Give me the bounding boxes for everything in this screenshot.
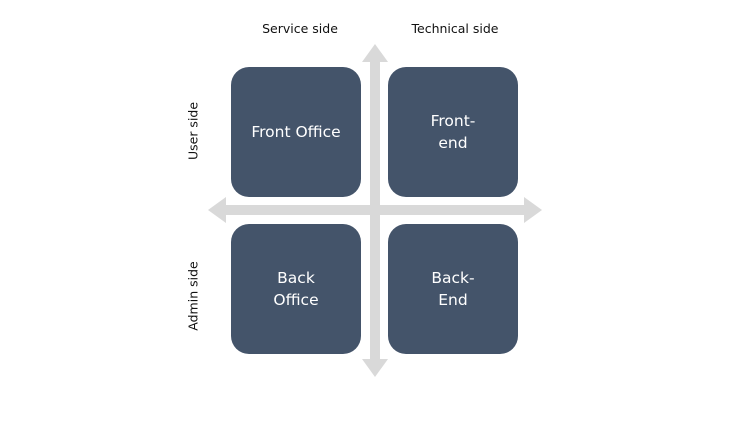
- quadrant-back-office-label-line2: Office: [273, 291, 319, 309]
- horizontal-axis-shaft: [223, 205, 528, 215]
- quadrant-front-end-label-line1: Front-: [430, 112, 476, 130]
- quadrant-front-office-label: Front Office: [251, 123, 341, 141]
- vertical-axis-top-arrowhead: [362, 44, 388, 62]
- quadrant-back-office: Back Office: [231, 224, 361, 354]
- horizontal-axis-left-arrowhead: [208, 197, 226, 223]
- horizontal-axis-right-arrowhead: [524, 197, 542, 223]
- column-header-service: Service side: [262, 21, 338, 36]
- quadrant-back-end-label-line1: Back-: [431, 269, 475, 287]
- quadrant-front-office: Front Office: [231, 67, 361, 197]
- quadrant-front-end-label-line2: end: [438, 134, 468, 152]
- quadrant-back-end-label-line2: End: [438, 291, 468, 309]
- column-header-technical: Technical side: [411, 21, 499, 36]
- quadrant-front-end: Front- end: [388, 67, 518, 197]
- vertical-axis-bottom-arrowhead: [362, 359, 388, 377]
- quadrant-back-office-label-line1: Back: [277, 269, 315, 287]
- quadrant-back-end: Back- End: [388, 224, 518, 354]
